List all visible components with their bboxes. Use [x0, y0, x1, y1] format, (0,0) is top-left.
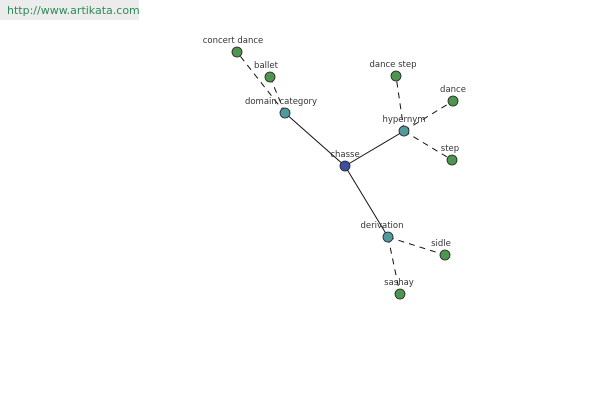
node-derivation-dot[interactable]: [382, 231, 394, 243]
node-concert-dance[interactable]: concert dance: [203, 36, 264, 58]
edge-derivation-to-sashay: [387, 236, 401, 295]
node-sidle-label: sidle: [431, 239, 451, 249]
edge-chasse-to-derivation: [344, 165, 389, 238]
node-step-dot[interactable]: [446, 154, 458, 166]
edge-hypernym-to-dance: [403, 100, 454, 132]
node-hypernym-dot[interactable]: [398, 125, 410, 137]
edge-chasse-to-domain-category: [284, 112, 346, 167]
node-sidle[interactable]: sidle: [431, 239, 451, 261]
graph-nodes: chasse domain category hypernym derivation c…: [203, 36, 466, 300]
node-dance-step[interactable]: dance step: [370, 60, 417, 82]
edge-hypernym-to-step: [403, 130, 453, 161]
node-hypernym-label: hypernym: [382, 115, 425, 125]
node-dance-step-dot[interactable]: [390, 70, 402, 82]
node-sidle-dot[interactable]: [439, 249, 451, 261]
graph-edges: [236, 51, 454, 295]
node-ballet[interactable]: ballet: [254, 61, 279, 83]
node-domain-category[interactable]: domain category: [245, 97, 317, 119]
node-dance-dot[interactable]: [447, 95, 459, 107]
edge-derivation-to-sidle: [387, 236, 446, 256]
node-step[interactable]: step: [441, 144, 459, 166]
node-sashay-label: sashay: [384, 278, 414, 288]
node-dance-step-label: dance step: [370, 60, 417, 70]
node-domain-category-label: domain category: [245, 97, 317, 107]
node-step-label: step: [441, 144, 459, 154]
source-url-link[interactable]: http://www.artikata.com: [0, 0, 140, 20]
node-sashay[interactable]: sashay: [384, 278, 414, 300]
edge-domain-category-to-ballet: [269, 76, 286, 114]
node-sashay-dot[interactable]: [394, 288, 406, 300]
node-dance[interactable]: dance: [440, 85, 466, 107]
node-chasse[interactable]: chasse: [330, 150, 360, 172]
node-derivation[interactable]: derivation: [360, 221, 404, 243]
node-chasse-label: chasse: [330, 150, 359, 160]
node-concert-dance-label: concert dance: [203, 36, 264, 46]
node-hypernym[interactable]: hypernym: [382, 115, 426, 137]
edge-hypernym-to-dance-step: [395, 75, 405, 132]
node-derivation-label: derivation: [360, 221, 403, 231]
node-domain-category-dot[interactable]: [279, 107, 291, 119]
node-concert-dance-dot[interactable]: [231, 46, 243, 58]
node-ballet-dot[interactable]: [264, 71, 276, 83]
node-chasse-dot[interactable]: [339, 160, 351, 172]
node-dance-label: dance: [440, 85, 466, 95]
edge-chasse-to-hypernym: [344, 130, 405, 167]
node-ballet-label: ballet: [254, 61, 279, 71]
edge-domain-category-to-concert-dance: [236, 51, 286, 114]
